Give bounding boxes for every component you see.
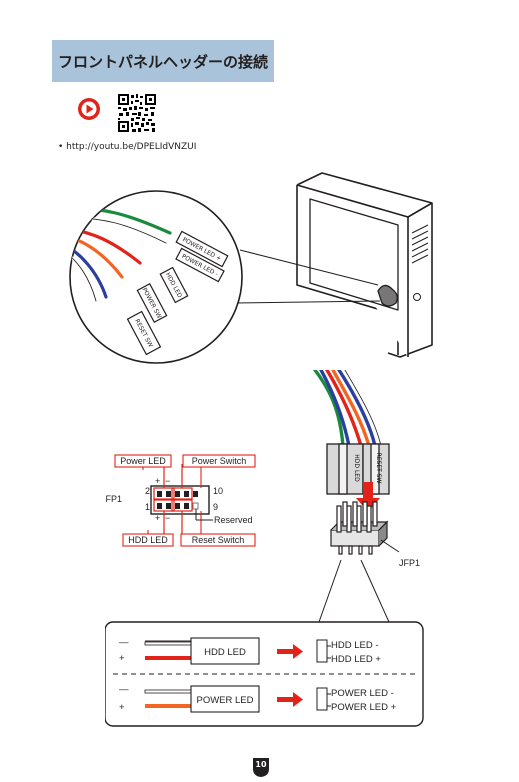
svg-text:Power Switch: Power Switch: [192, 456, 247, 466]
connector-label-reset: RESET SW: [375, 453, 382, 484]
jfp1-label: JFP1: [399, 558, 420, 568]
svg-text:POWER LED -: POWER LED -: [331, 688, 394, 699]
svg-text:+: +: [155, 476, 160, 486]
callout-hdd-led: HDD LED: [122, 533, 174, 547]
pc-case: [296, 172, 433, 358]
page-number-badge: [253, 758, 269, 777]
svg-text:10: 10: [213, 486, 223, 496]
svg-text:HDD LED: HDD LED: [128, 535, 168, 545]
hdd-led-wire-block: HDD LED: [190, 637, 260, 665]
svg-text:HDD LED: HDD LED: [204, 647, 246, 658]
pc-case-illustration: POWER LED + POWER LED - HDD LED POWER SW…: [69, 172, 433, 364]
page-number: 10: [255, 760, 267, 769]
case-wire-bundle: [377, 284, 398, 307]
detail-box: — + HDD LED HDD LED - HDD LED + — + POWE…: [105, 621, 424, 727]
callout-power-led: Power LED: [114, 454, 172, 468]
svg-text:POWER LED: POWER LED: [196, 695, 253, 706]
title-banner: フロントパネルヘッダーの接続: [52, 40, 274, 82]
jfp1-pin-header: [330, 501, 389, 555]
svg-text:HDD LED +: HDD LED +: [331, 654, 381, 665]
youtube-play-icon[interactable]: [77, 97, 101, 121]
svg-text:POWER LED +: POWER LED +: [331, 702, 397, 713]
zoom-circle: [69, 190, 243, 364]
svg-text:Reserved: Reserved: [214, 515, 253, 525]
page-title: フロントパネルヘッダーの接続: [58, 53, 269, 71]
arrow-right-icon: [277, 644, 303, 659]
svg-text:+: +: [155, 513, 160, 523]
power-led-wire-block: POWER LED: [190, 685, 260, 713]
svg-text:−: −: [165, 476, 170, 486]
connector-label-hdd: HDD LED: [353, 454, 360, 482]
callout-power-switch: Power Switch: [182, 454, 256, 468]
svg-text:—: —: [119, 637, 129, 648]
svg-text:2: 2: [145, 486, 150, 496]
svg-text:Power LED: Power LED: [120, 456, 166, 466]
svg-text:—: —: [119, 684, 129, 695]
svg-text:+: +: [119, 702, 125, 713]
arrow-right-icon: [277, 692, 303, 707]
svg-text:HDD LED -: HDD LED -: [331, 640, 379, 651]
video-link[interactable]: • http://youtu.be/DPELIdVNZUI: [58, 142, 197, 152]
svg-text:1: 1: [145, 502, 150, 512]
svg-text:Reset Switch: Reset Switch: [192, 535, 245, 545]
connector-reset-sw: RESET SW: [126, 310, 162, 356]
svg-text:−: −: [165, 513, 170, 523]
svg-text:+: +: [119, 653, 125, 664]
svg-text:9: 9: [213, 502, 218, 512]
header-connection-diagram: HDD LED RESET SW JFP1 JFP1 2 1 10 9: [105, 370, 424, 727]
qr-code-icon[interactable]: [117, 93, 157, 133]
pinmap-header-name: JFP1: [105, 494, 122, 504]
jfp1-pin-map: JFP1 2 1 10 9 + − + − Power LED Power Sw…: [105, 454, 256, 547]
callout-reset-switch: Reset Switch: [180, 533, 256, 547]
